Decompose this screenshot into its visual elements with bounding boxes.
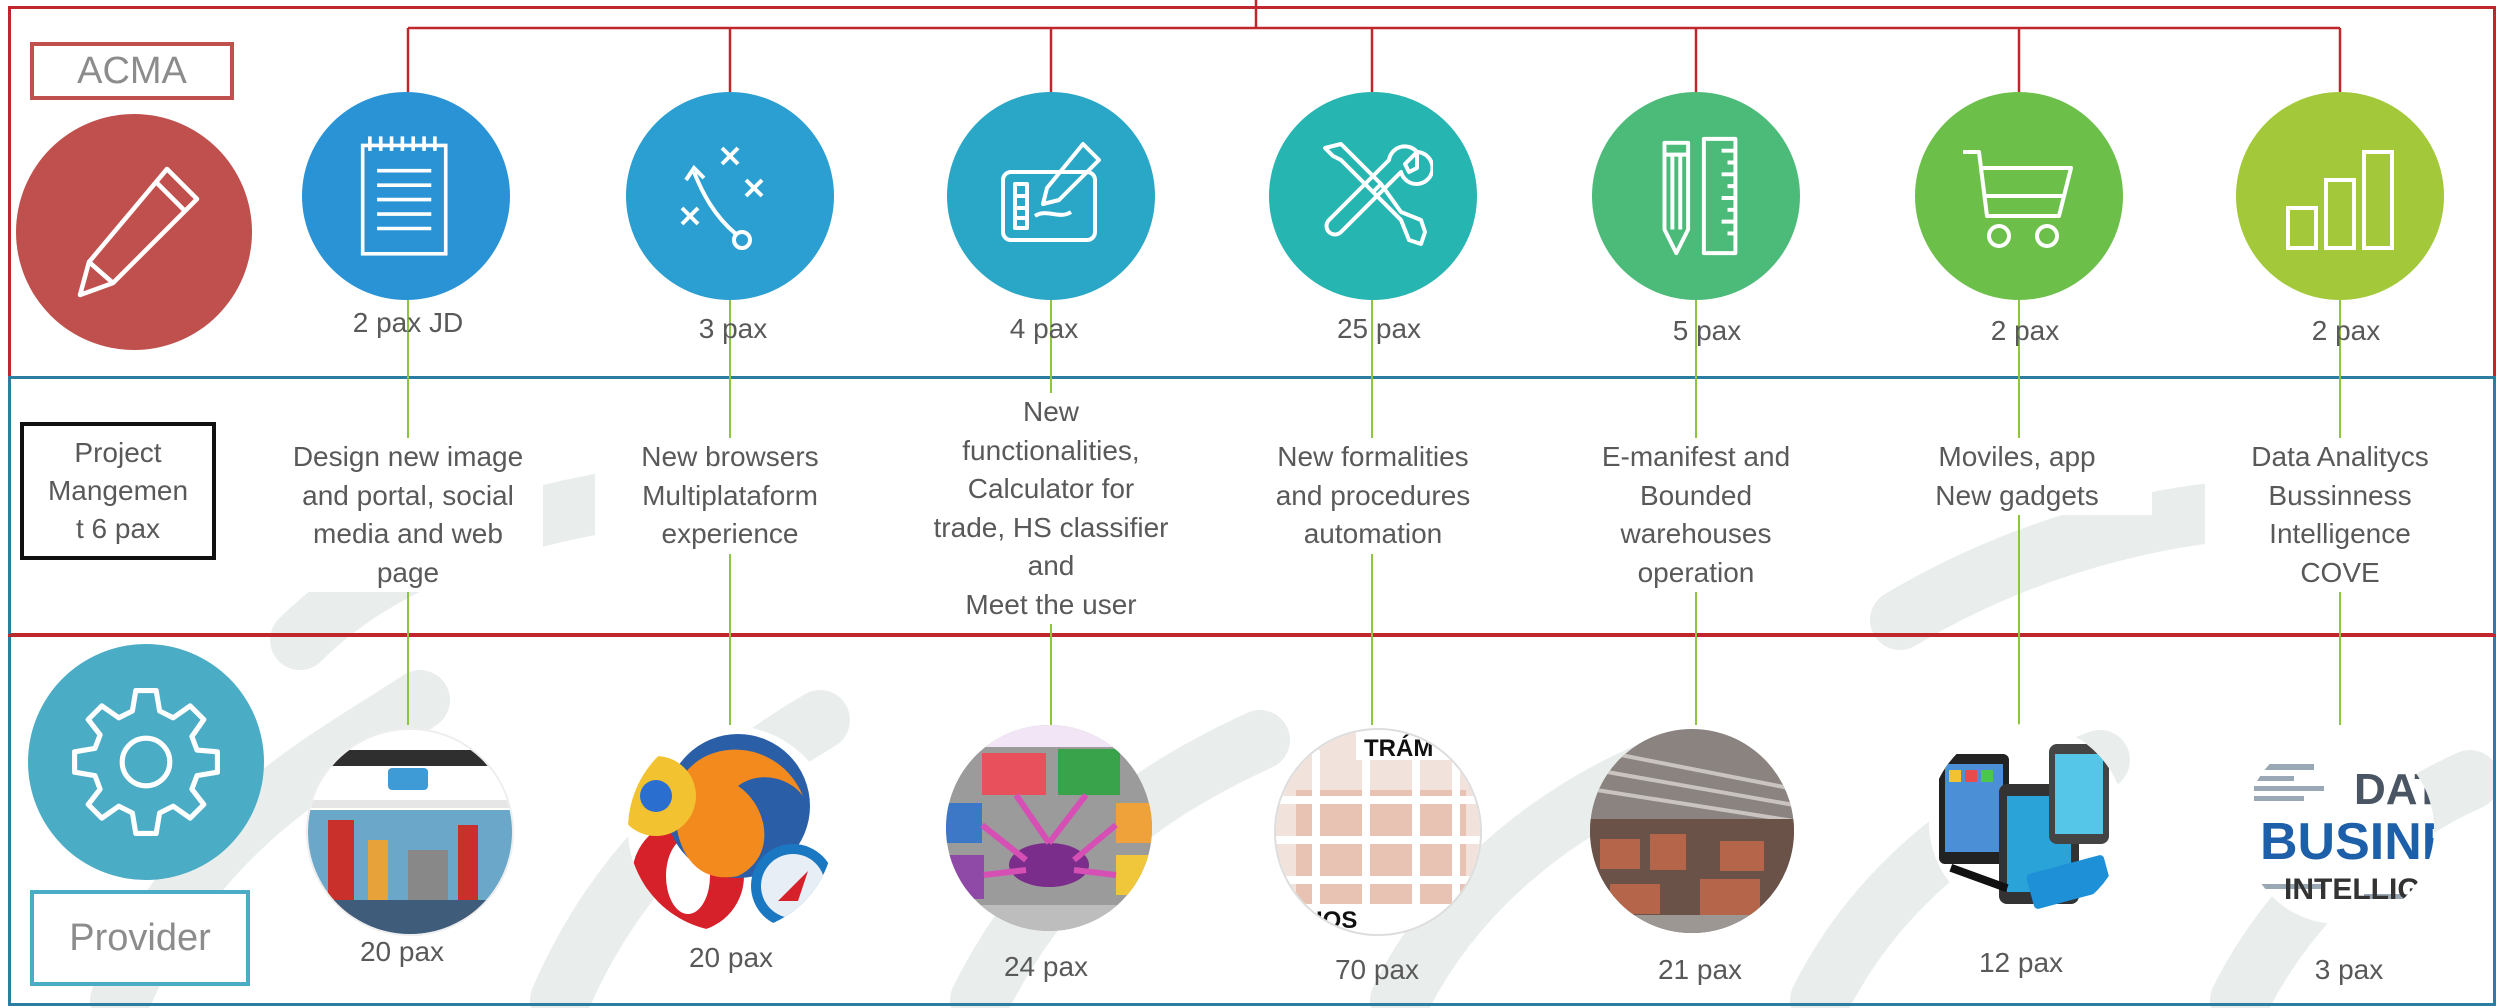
tools-icon (1323, 142, 1433, 246)
strategy-icon (680, 146, 764, 250)
pencil-icon (77, 166, 200, 298)
provider-pax: 20 pax (688, 942, 774, 973)
top-connectors (406, 0, 2342, 92)
acma-circle (16, 114, 252, 350)
mobile-devices-photo (1929, 724, 2125, 920)
icon-circle (302, 92, 510, 300)
cart-icon (1963, 150, 2073, 248)
notepad-icon (360, 136, 448, 256)
acma-pax: 2 pax (1990, 315, 2060, 346)
tramites-photo-text: TRÁM (1364, 734, 1433, 762)
provider-pax: 21 pax (1657, 954, 1743, 985)
provider-circle (28, 644, 264, 880)
provider-pax: 12 pax (1978, 947, 2064, 978)
portal-screenshot-photo (306, 728, 514, 936)
browser-logos-photo (628, 726, 834, 932)
tramites-photo: TRÁM ICIOS (1274, 728, 1482, 936)
icon-circle (2236, 92, 2444, 300)
icon-circle (626, 92, 834, 300)
acma-label-text: ACMA (77, 49, 187, 92)
gear-icon (72, 688, 220, 836)
acma-pax: 25 pax (1336, 313, 1422, 344)
provider-pax: 70 pax (1334, 954, 1420, 985)
icon-circle (1915, 92, 2123, 300)
provider-label-text: Provider (69, 916, 211, 959)
provider-pax: 20 pax (359, 936, 445, 967)
acma-pax: 5 pax (1672, 315, 1742, 346)
acma-pax: 2 pax JD (352, 307, 464, 338)
tablet-pen-icon (1001, 142, 1101, 242)
provider-pax: 3 pax (2314, 954, 2384, 985)
acma-label: ACMA (30, 42, 234, 100)
provider-label: Provider (30, 890, 250, 986)
acma-pax: 2 pax (2311, 315, 2381, 346)
divider-line (8, 376, 2496, 379)
icon-circle (947, 92, 1155, 300)
icon-circle (1269, 92, 1477, 300)
business-intelligence-photo: DATA BUSINE INTELLIGEN (2244, 734, 2434, 924)
icon-circle (1592, 92, 1800, 300)
warehouse-photo (1590, 729, 1794, 933)
acma-pax: 4 pax (1009, 313, 1079, 344)
bi-photo-text: BUSINE (2260, 813, 2434, 871)
acma-pax: 3 pax (698, 313, 768, 344)
provider-pax: 24 pax (1003, 951, 1089, 982)
divider-line (8, 634, 2496, 637)
pencil-ruler-icon (1662, 136, 1738, 256)
tigie-diagram-photo (946, 725, 1152, 931)
bar-chart-icon (2286, 150, 2394, 250)
